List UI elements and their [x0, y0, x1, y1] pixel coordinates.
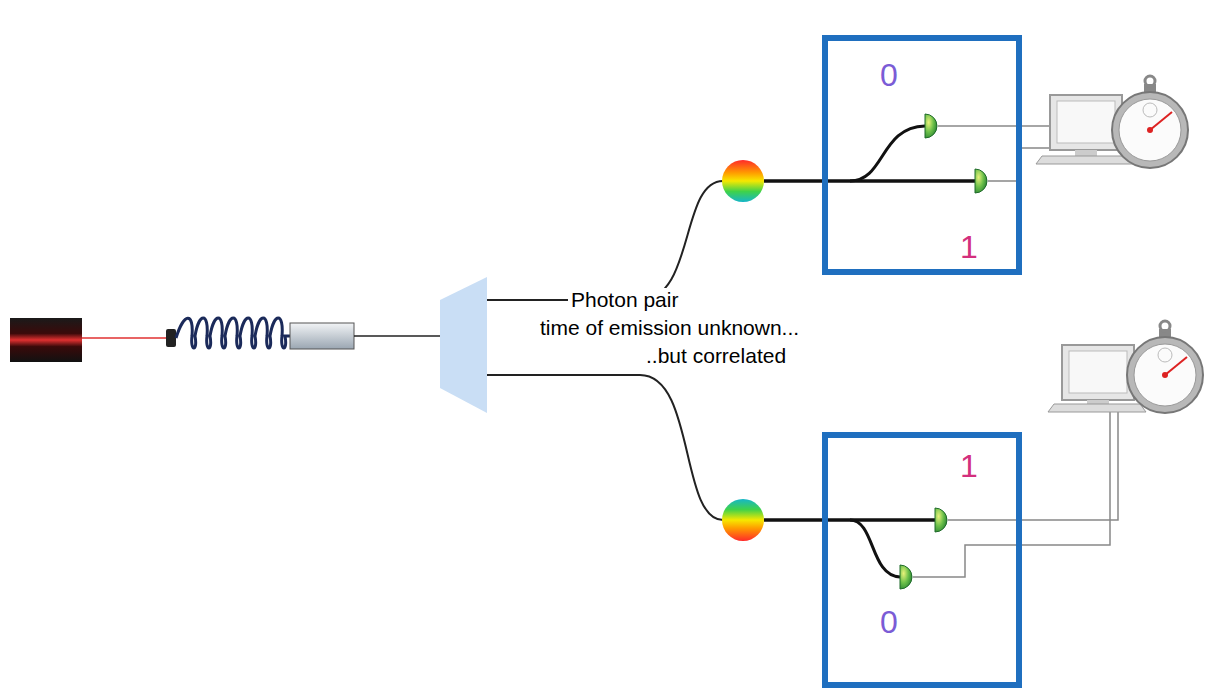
- fiber: [764, 179, 975, 183]
- detector: [900, 565, 912, 589]
- signal-wire: [948, 410, 1118, 520]
- nonlinear-crystal: [290, 323, 354, 349]
- stopwatch: [1112, 76, 1188, 168]
- detection-box: 01: [822, 35, 1022, 275]
- laser: [10, 318, 82, 362]
- fiber: [764, 518, 935, 522]
- signal-wire: [938, 125, 1050, 127]
- detector: [925, 114, 937, 138]
- detector: [935, 508, 947, 532]
- detector: [975, 169, 987, 193]
- detection-box: 10: [822, 432, 1022, 688]
- laser-beam: [82, 337, 168, 339]
- fiber: [850, 520, 900, 577]
- bit-value: 1: [960, 450, 978, 482]
- bit-value: 0: [880, 606, 898, 638]
- note-text: Photon pair: [568, 288, 681, 312]
- bit-value: 0: [880, 59, 898, 91]
- bit-value: 1: [960, 231, 978, 263]
- stopwatch: [1127, 321, 1203, 413]
- fiber-coupler: [166, 329, 176, 347]
- note-text: ..but correlated: [643, 344, 789, 368]
- photon: [722, 499, 764, 541]
- note-text: time of emission unknown...: [537, 316, 802, 340]
- wavelength-splitter: [440, 277, 487, 413]
- fiber: [487, 375, 723, 520]
- fiber: [850, 126, 925, 181]
- fiber: [354, 335, 440, 337]
- photon: [722, 160, 764, 202]
- fiber: [487, 181, 723, 300]
- fiber-coil: [176, 318, 290, 348]
